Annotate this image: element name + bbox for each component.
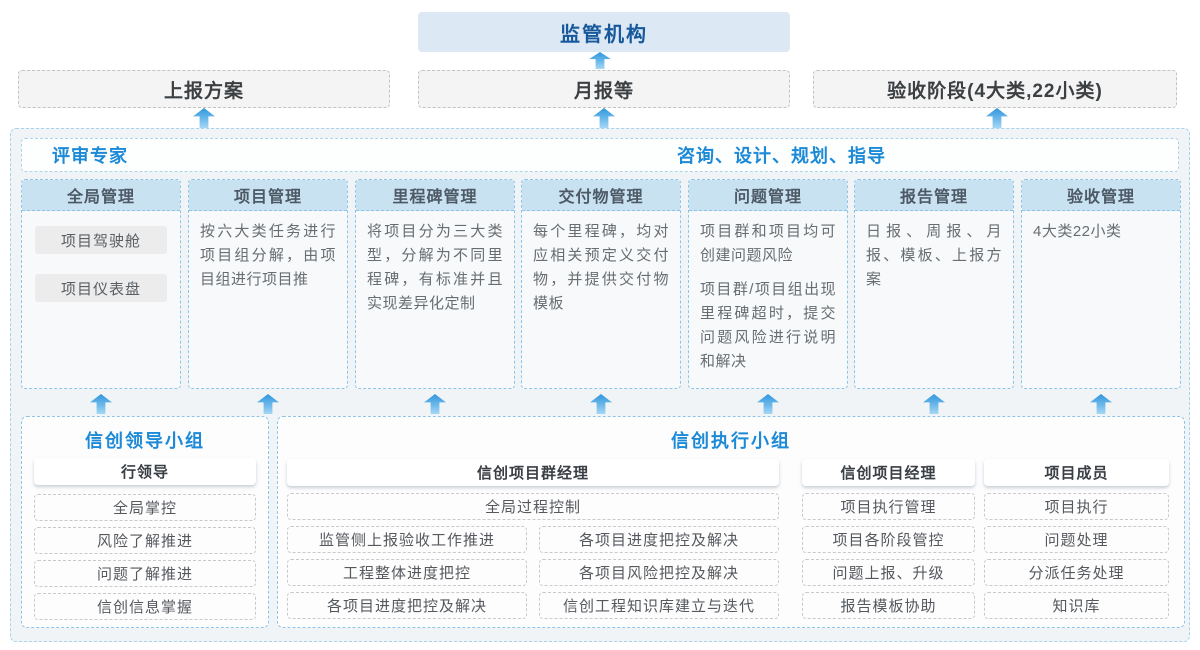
leader-group-box: 信创领导小组 行领导 全局掌控 风险了解推进 问题了解推进 信创信息掌握 bbox=[21, 416, 269, 628]
column-description: 项目群/项目组出现里程碑超时，提交问题风险进行说明和解决 bbox=[700, 281, 836, 370]
exec-item: 项目执行 bbox=[984, 493, 1169, 520]
up-arrow-icon bbox=[923, 394, 945, 414]
exec-item: 项目执行管理 bbox=[802, 493, 975, 520]
column-title: 报告管理 bbox=[855, 180, 1013, 211]
up-arrow-icon bbox=[424, 394, 446, 414]
column-description: 将项目分为三大类型，分解为不同里程碑，有标准并且实现差异化定制 bbox=[367, 223, 503, 312]
monthly-report-box: 月报等 bbox=[418, 70, 790, 108]
column-title: 验收管理 bbox=[1022, 180, 1180, 211]
column-deliverable-mgmt: 交付物管理 每个里程碑，均对应相关预定义交付物，并提供交付物模板 bbox=[521, 179, 681, 389]
column-acceptance-mgmt: 验收管理 4大类22小类 bbox=[1021, 179, 1181, 389]
exec-item: 各项目风险把控及解决 bbox=[539, 559, 779, 586]
up-arrow-icon bbox=[257, 394, 279, 414]
platform-container: 评审专家 咨询、设计、规划、指导 全局管理 项目驾驶舱 项目仪表盘 项目管理 按… bbox=[10, 128, 1190, 642]
column-title: 问题管理 bbox=[689, 180, 847, 211]
exec-item: 信创工程知识库建立与迭代 bbox=[539, 592, 779, 619]
project-cockpit-pill: 项目驾驶舱 bbox=[35, 226, 167, 254]
column-project-mgmt: 项目管理 按六大类任务进行项目组分解，由项目组进行项目推 bbox=[188, 179, 348, 389]
leader-item: 全局掌控 bbox=[34, 494, 256, 521]
exec-item: 项目各阶段管控 bbox=[802, 526, 975, 553]
exec-item: 各项目进度把控及解决 bbox=[287, 592, 527, 619]
acceptance-stage-box: 验收阶段(4大类,22小类) bbox=[813, 70, 1177, 108]
project-member-column: 项目成员 项目执行 问题处理 分派任务处理 知识库 bbox=[984, 459, 1169, 619]
up-arrow-icon bbox=[757, 394, 779, 414]
leader-group-title: 信创领导小组 bbox=[85, 431, 205, 451]
column-description: 4大类22小类 bbox=[1033, 223, 1122, 240]
exec-group-box: 信创执行小组 信创项目群经理 全局过程控制 监管侧上报验收工作推进 工程整体进度… bbox=[277, 416, 1185, 628]
column-description: 日报、周报、月报、模板、上报方案 bbox=[866, 223, 1002, 288]
column-description: 按六大类任务进行项目组分解，由项目组进行项目推 bbox=[200, 223, 336, 288]
experts-strip: 评审专家 咨询、设计、规划、指导 bbox=[21, 138, 1179, 172]
program-manager-column: 信创项目群经理 全局过程控制 监管侧上报验收工作推进 工程整体进度把控 各项目进… bbox=[287, 459, 779, 619]
report-plan-box: 上报方案 bbox=[18, 70, 390, 108]
column-title: 交付物管理 bbox=[522, 180, 680, 211]
up-arrow-icon bbox=[90, 394, 112, 414]
review-experts-label: 评审专家 bbox=[52, 146, 128, 166]
regulator-box: 监管机构 bbox=[418, 12, 790, 52]
column-description: 项目群和项目均可创建问题风险 bbox=[700, 223, 836, 264]
exec-item: 监管侧上报验收工作推进 bbox=[287, 526, 527, 553]
exec-item: 问题上报、升级 bbox=[802, 559, 975, 586]
column-milestone-mgmt: 里程碑管理 将项目分为三大类型，分解为不同里程碑，有标准并且实现差异化定制 bbox=[355, 179, 515, 389]
bank-leader-chip: 行领导 bbox=[34, 458, 256, 485]
leader-item: 问题了解推进 bbox=[34, 560, 256, 587]
up-arrow-icon bbox=[986, 108, 1008, 128]
up-arrow-icon bbox=[590, 394, 612, 414]
consulting-label: 咨询、设计、规划、指导 bbox=[677, 146, 886, 166]
exec-group-title: 信创执行小组 bbox=[671, 431, 791, 451]
project-dashboard-pill: 项目仪表盘 bbox=[35, 274, 167, 302]
exec-item: 问题处理 bbox=[984, 526, 1169, 553]
project-member-chip: 项目成员 bbox=[984, 459, 1169, 486]
column-title: 里程碑管理 bbox=[356, 180, 514, 211]
column-global-mgmt: 全局管理 项目驾驶舱 项目仪表盘 bbox=[21, 179, 181, 389]
leader-item: 风险了解推进 bbox=[34, 527, 256, 554]
column-title: 全局管理 bbox=[22, 180, 180, 211]
exec-item: 分派任务处理 bbox=[984, 559, 1169, 586]
exec-item: 报告模板协助 bbox=[802, 592, 975, 619]
exec-item: 各项目进度把控及解决 bbox=[539, 526, 779, 553]
leader-item: 信创信息掌握 bbox=[34, 593, 256, 620]
project-manager-chip: 信创项目经理 bbox=[802, 459, 975, 486]
column-title: 项目管理 bbox=[189, 180, 347, 211]
exec-item: 工程整体进度把控 bbox=[287, 559, 527, 586]
program-manager-chip: 信创项目群经理 bbox=[287, 459, 779, 486]
exec-item: 知识库 bbox=[984, 592, 1169, 619]
up-arrow-icon bbox=[193, 108, 215, 128]
column-description: 每个里程碑，均对应相关预定义交付物，并提供交付物模板 bbox=[533, 223, 669, 312]
up-arrow-icon bbox=[593, 108, 615, 128]
column-issue-mgmt: 问题管理 项目群和项目均可创建问题风险 项目群/项目组出现里程碑超时，提交问题风… bbox=[688, 179, 848, 389]
column-report-mgmt: 报告管理 日报、周报、月报、模板、上报方案 bbox=[854, 179, 1014, 389]
up-arrow-icon bbox=[589, 52, 611, 69]
up-arrow-icon bbox=[1090, 394, 1112, 414]
project-manager-column: 信创项目经理 项目执行管理 项目各阶段管控 问题上报、升级 报告模板协助 bbox=[802, 459, 975, 619]
exec-item: 全局过程控制 bbox=[287, 493, 779, 520]
